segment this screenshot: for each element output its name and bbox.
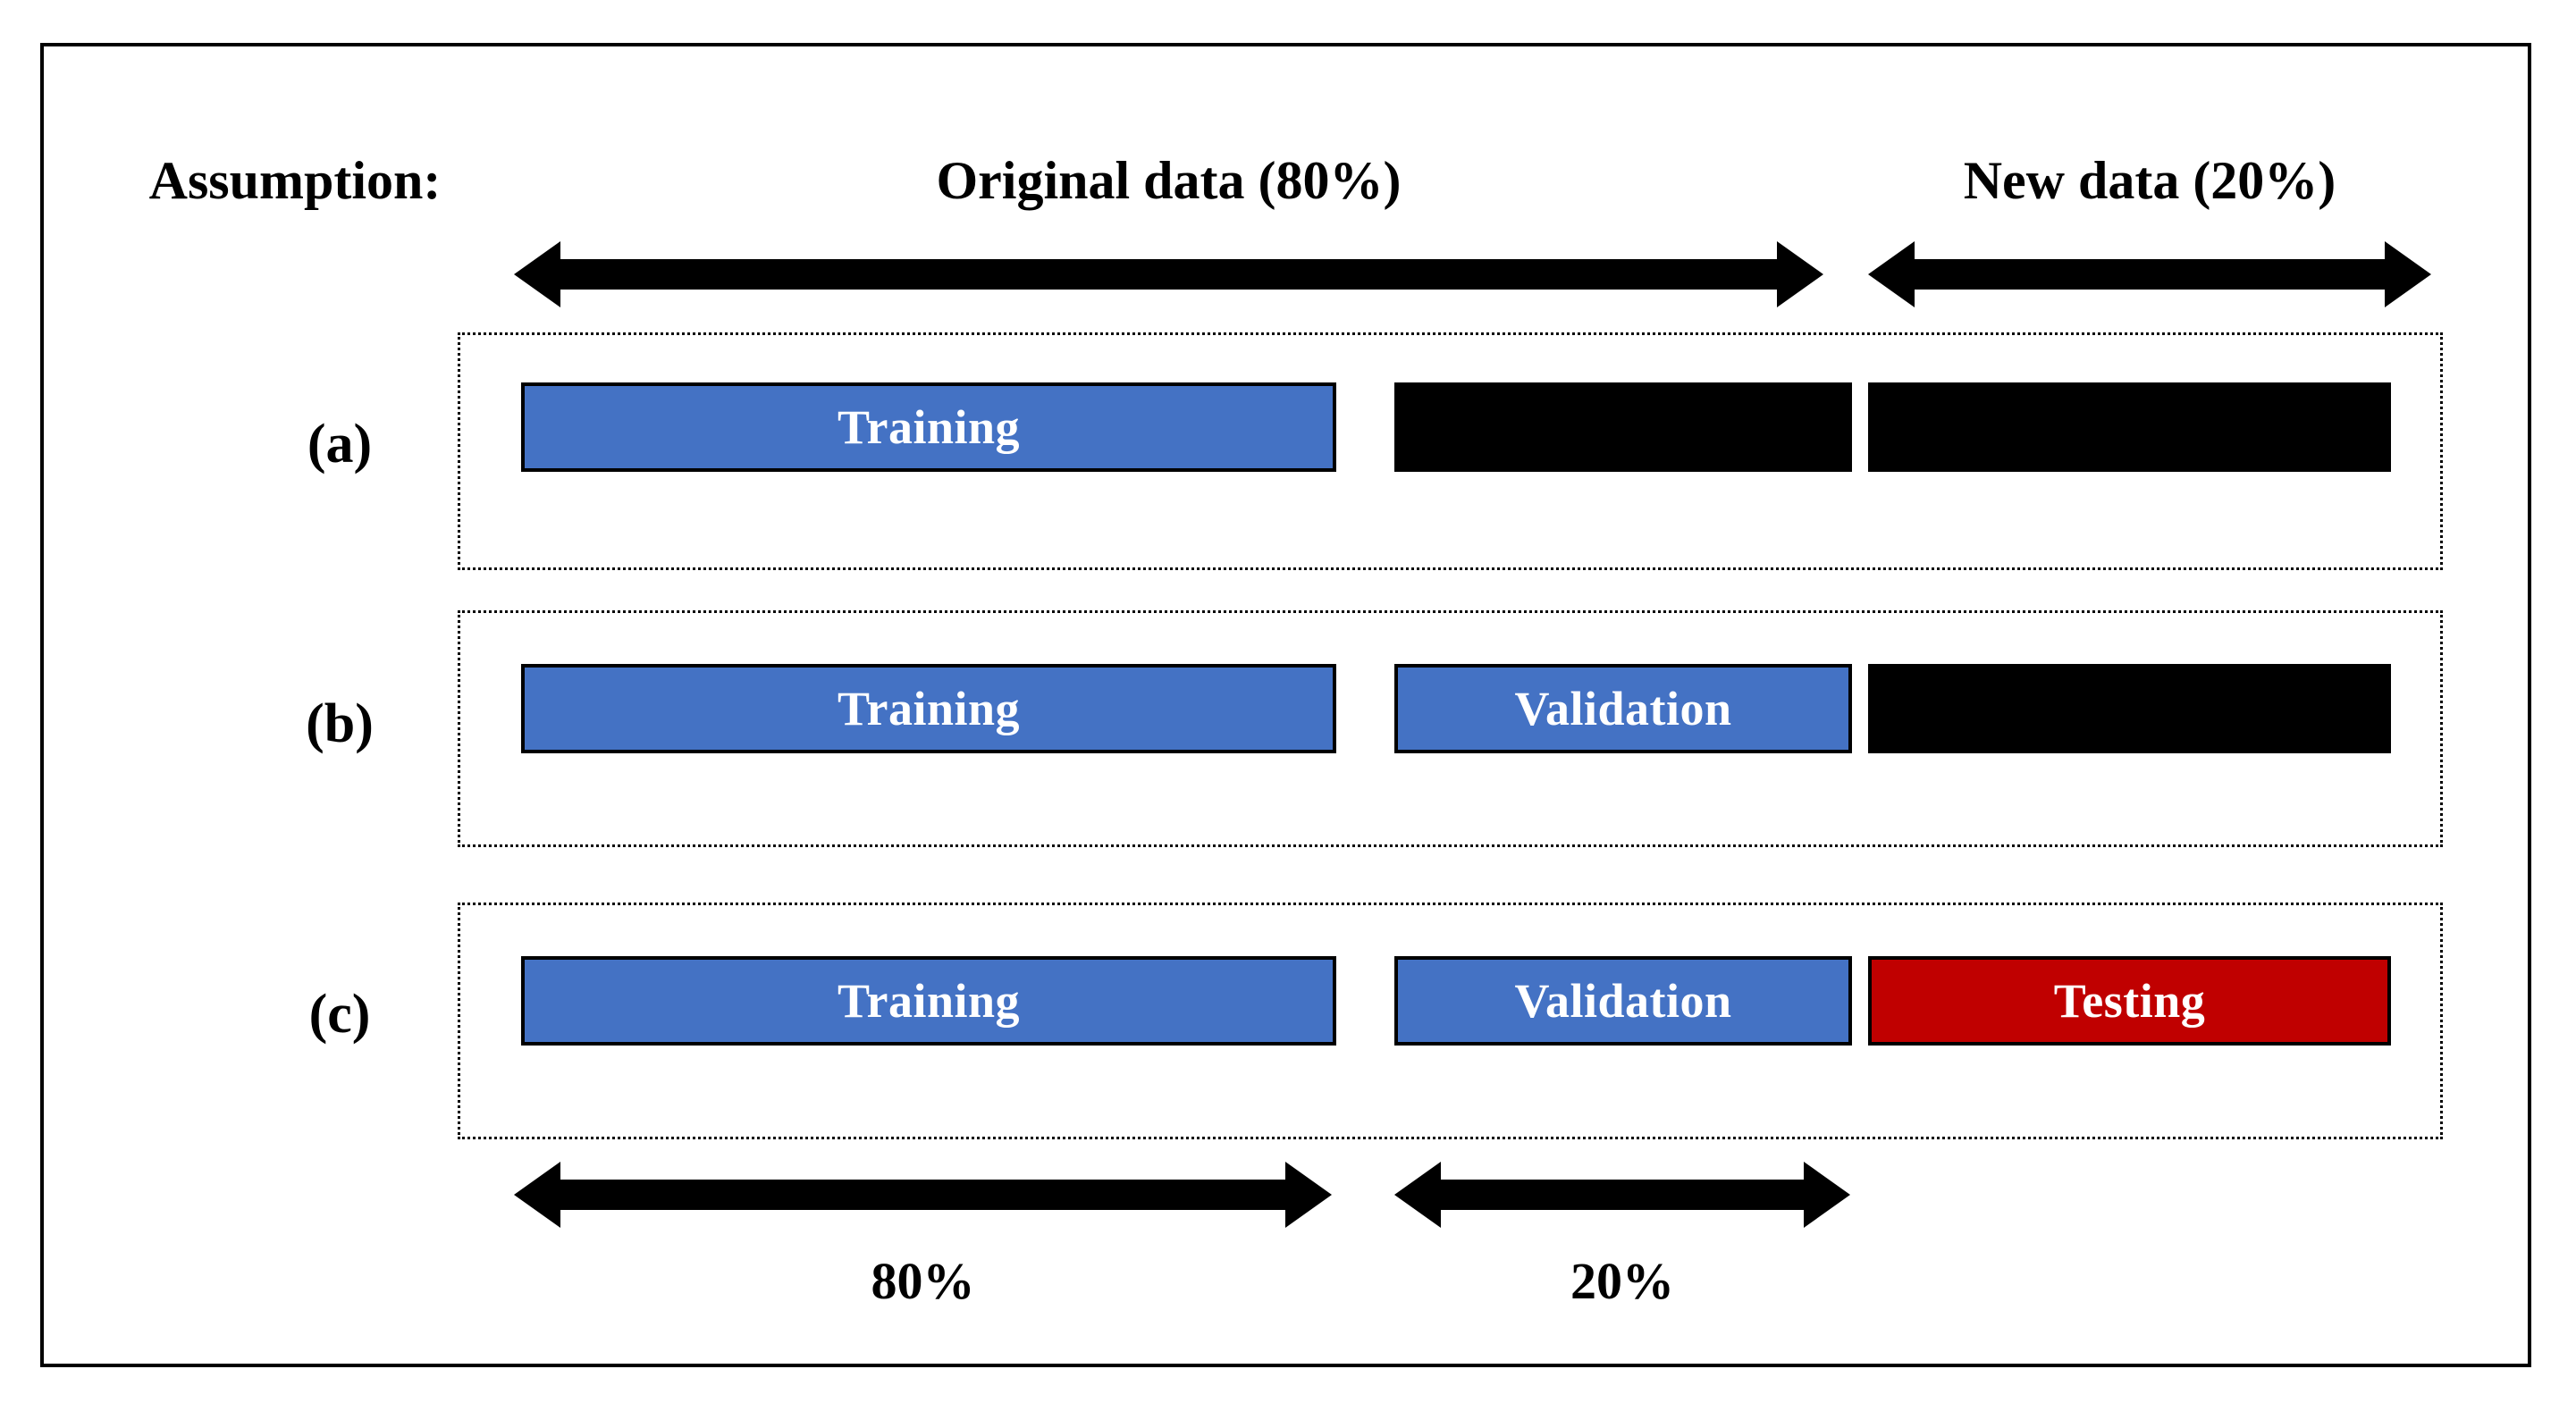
split-label-80: 80% <box>871 1252 975 1310</box>
header-original-data: Original data (80%) <box>936 151 1402 210</box>
row-label-b: (b) <box>306 693 374 754</box>
segment-b-validation: Validation <box>1394 664 1852 753</box>
row-container-a <box>458 332 2443 570</box>
segment-b-training: Training <box>521 664 1336 753</box>
segment-b-testing-blocked <box>1868 664 2391 753</box>
segment-c-testing: Testing <box>1868 956 2391 1046</box>
segment-a-validation-blocked <box>1394 382 1852 472</box>
double-headed-arrow-icon-new-span <box>1868 241 2431 307</box>
header-new-data: New data (20%) <box>1963 151 2336 210</box>
segment-c-validation: Validation <box>1394 956 1852 1046</box>
segment-a-testing-blocked <box>1868 382 2391 472</box>
row-container-c <box>458 903 2443 1139</box>
double-headed-arrow-icon-split-20 <box>1394 1162 1850 1228</box>
double-headed-arrow-icon-split-80 <box>514 1162 1332 1228</box>
row-container-b <box>458 610 2443 847</box>
row-label-a: (a) <box>307 414 373 475</box>
assumption-label: Assumption: <box>148 151 442 210</box>
segment-c-training: Training <box>521 956 1336 1046</box>
segment-a-training: Training <box>521 382 1336 472</box>
double-headed-arrow-icon-original-span <box>514 241 1823 307</box>
split-label-20: 20% <box>1570 1252 1674 1310</box>
row-label-c: (c) <box>308 984 371 1045</box>
